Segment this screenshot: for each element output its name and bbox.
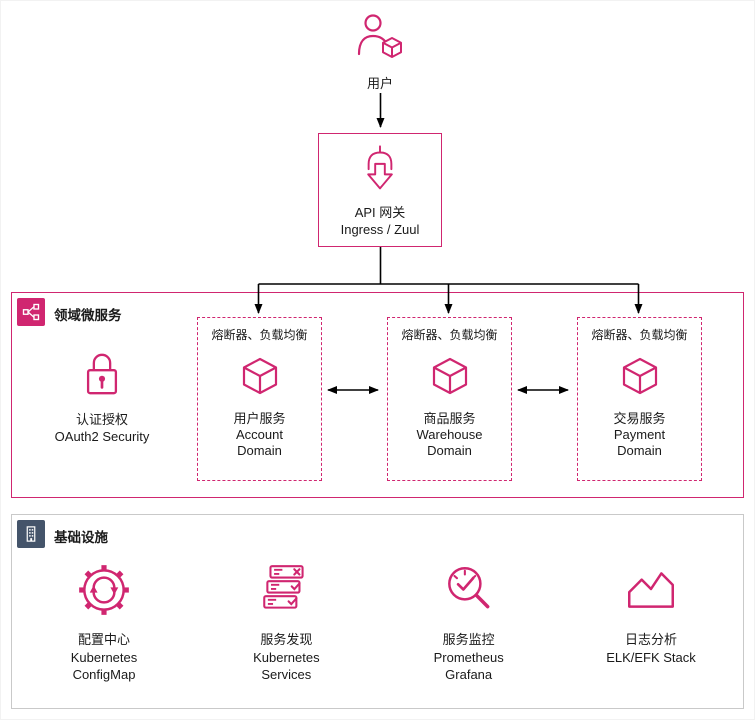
service-domain: Warehouse Domain (416, 427, 483, 458)
infra-label: Prometheus (433, 649, 504, 665)
infra-label: 服务发现 (260, 632, 313, 647)
infra-label: Services (261, 667, 312, 682)
infra-item-config: 配置中心 Kubernetes ConfigMap (24, 561, 184, 684)
user-node: 用户 (340, 11, 420, 92)
user-label: 用户 (366, 76, 393, 91)
logs-mountain-icon (627, 572, 674, 608)
infra-label: Kubernetes (253, 649, 320, 665)
infra-label: Kubernetes (70, 649, 138, 665)
infra-items: 配置中心 Kubernetes ConfigMap (12, 561, 743, 684)
infra-section-badge (17, 520, 45, 548)
domain-section-badge (17, 298, 45, 326)
service-box-account: 熔断器、负载均衡 用户服务 Account Domain (197, 317, 322, 481)
infra-label: Grafana (445, 667, 493, 682)
security-label-cn: 认证授权 (75, 412, 128, 427)
circuit-breaker-label: 熔断器、负载均衡 (591, 328, 688, 342)
infrastructure-section: 基础设施 配置中心 Kubernetes (11, 514, 744, 709)
cube-icon (616, 354, 664, 402)
config-gear-sync-icon (79, 565, 129, 615)
cube-icon (236, 354, 284, 402)
cube-icon (426, 354, 474, 402)
infra-item-logs: 日志分析 ELK/EFK Stack (571, 561, 731, 684)
service-domain: Account Domain (236, 427, 283, 458)
microservices-icon (22, 303, 40, 321)
building-icon (26, 526, 36, 542)
security-label-en: OAuth2 Security (54, 429, 150, 444)
domain-microservices-section: 领域微服务 认证授权 OAuth2 Security 熔断器、负载均衡 用户服务… (11, 292, 744, 498)
infra-section-title: 基础设施 (54, 530, 108, 545)
service-domain: Payment Domain (613, 427, 666, 458)
infra-label: 配置中心 (77, 632, 130, 647)
service-discovery-servers-icon (263, 565, 304, 609)
service-box-payment: 熔断器、负载均衡 交易服务 Payment Domain (577, 317, 702, 481)
gateway-subtitle: Ingress / Zuul (340, 222, 420, 237)
monitoring-magnifier-icon (447, 567, 490, 609)
domain-section-title: 领域微服务 (54, 308, 122, 323)
service-name: 用户服务 (233, 411, 286, 426)
user-icon (357, 14, 402, 58)
circuit-breaker-label: 熔断器、负载均衡 (401, 328, 498, 342)
infra-label: 服务监控 (442, 632, 495, 647)
infra-item-discovery: 服务发现 Kubernetes Services (206, 561, 366, 684)
infra-label: ELK/EFK Stack (606, 649, 696, 665)
infra-label: ConfigMap (72, 667, 136, 682)
security-node: 认证授权 OAuth2 Security (32, 349, 172, 445)
service-box-warehouse: 熔断器、负载均衡 商品服务 Warehouse Domain (387, 317, 512, 481)
circuit-breaker-label: 熔断器、负载均衡 (211, 328, 308, 342)
infra-item-monitoring: 服务监控 Prometheus Grafana (389, 561, 549, 684)
service-name: 商品服务 (423, 411, 476, 426)
service-name: 交易服务 (613, 411, 666, 426)
gateway-title: API 网关 (354, 205, 406, 220)
infra-label: 日志分析 (624, 632, 677, 647)
gateway-route-icon (367, 145, 393, 190)
api-gateway-node: API 网关 Ingress / Zuul (318, 133, 442, 247)
lock-icon (86, 353, 118, 395)
connector-gateway-trunk (258, 247, 639, 285)
